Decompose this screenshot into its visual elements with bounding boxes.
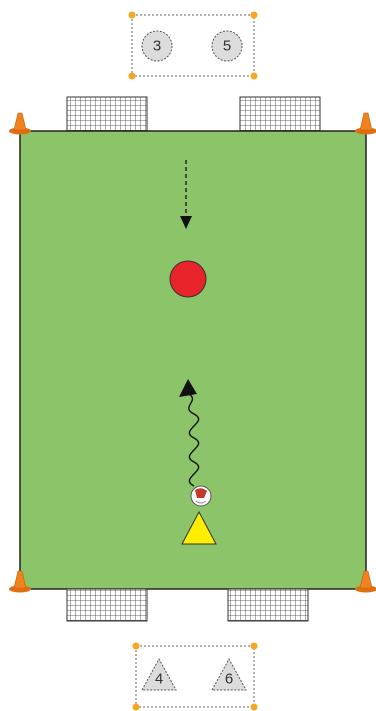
waiting-player-6: 6 (212, 659, 246, 690)
box-corner-marker (251, 12, 258, 19)
pitch (20, 131, 366, 589)
defender-marker (170, 261, 206, 297)
cone-icon (355, 113, 376, 135)
waiting-player-5: 5 (212, 31, 242, 61)
player-number-label: 5 (223, 38, 231, 55)
waiting-player-4: 4 (142, 659, 176, 690)
bottom-waiting-area: 4 6 (133, 643, 258, 711)
goal-net-icon (228, 589, 308, 621)
player-number-label: 6 (225, 671, 233, 688)
box-corner-marker (133, 643, 140, 650)
goal-net-icon (67, 97, 147, 131)
player-number-label: 4 (155, 671, 163, 688)
cone-icon (9, 113, 31, 135)
box-corner-marker (129, 73, 136, 80)
box-corner-marker (251, 704, 258, 711)
box-corner-marker (251, 643, 258, 650)
goal-net-icon (67, 589, 147, 621)
box-corner-marker (251, 73, 258, 80)
box-corner-marker (129, 12, 136, 19)
goal-net-icon (240, 97, 320, 131)
waiting-player-3: 3 (142, 31, 172, 61)
box-corner-marker (133, 704, 140, 711)
player-number-label: 3 (153, 38, 161, 55)
ball-icon (191, 486, 211, 506)
top-waiting-area: 3 5 (129, 12, 258, 80)
